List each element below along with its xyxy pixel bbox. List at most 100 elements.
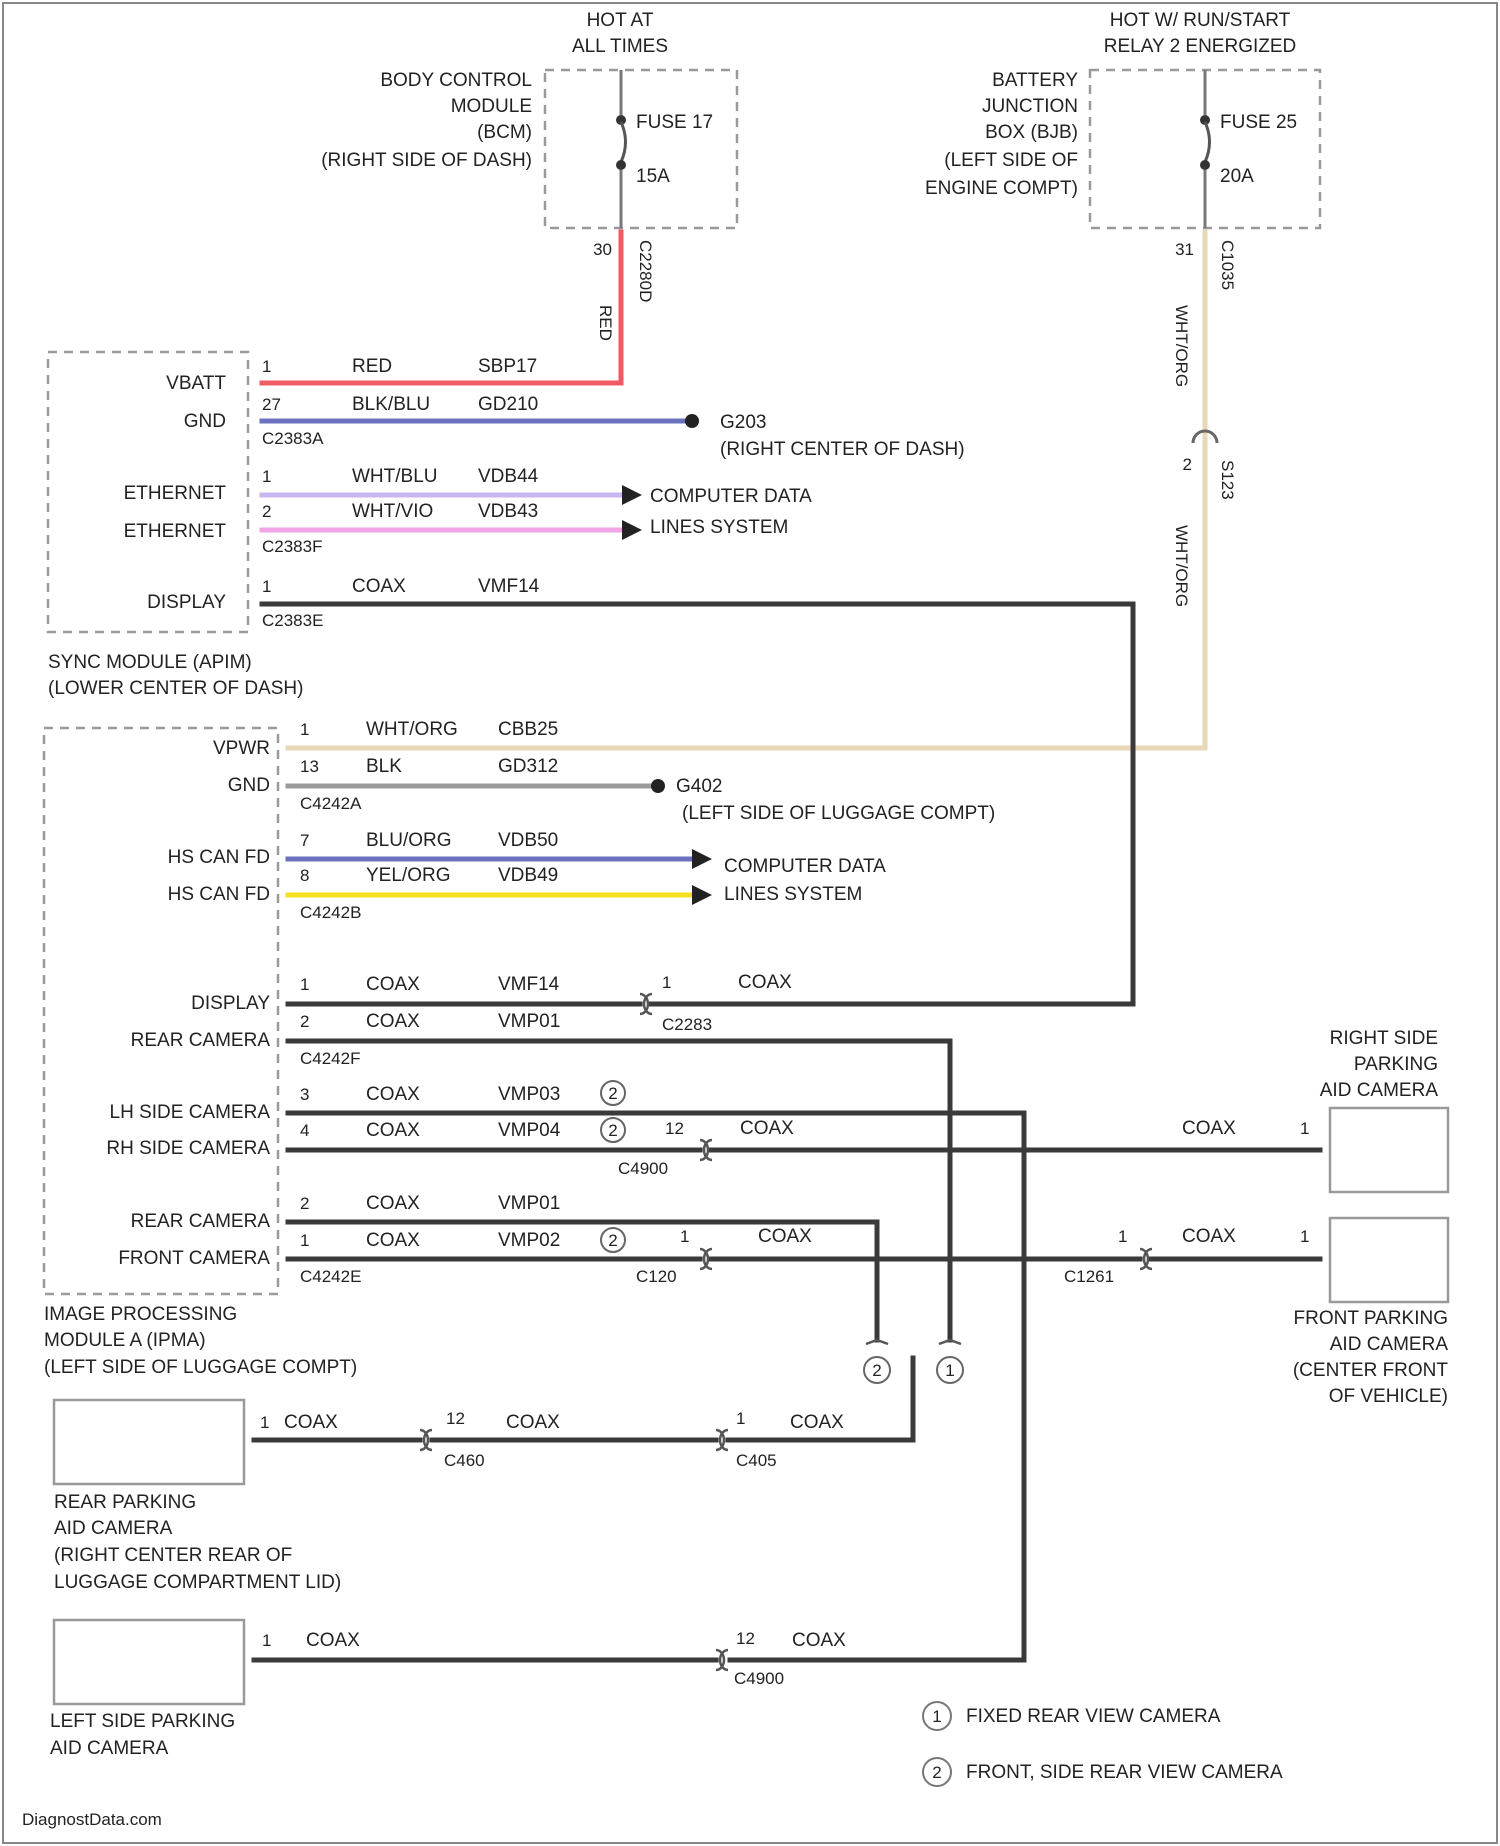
splice-pin: 2 xyxy=(1183,455,1192,474)
ipma-rear-e-circuit: VMP01 xyxy=(498,1193,560,1214)
arrow-can1 xyxy=(692,849,712,869)
lh-camera-color: COAX xyxy=(306,1630,360,1651)
fuse17-rating: 15A xyxy=(636,166,670,187)
bjb-label-2: JUNCTION xyxy=(982,96,1078,117)
watermark: DiagnostData.com xyxy=(22,1810,162,1829)
ipma-pin-vpwr: VPWR xyxy=(213,738,270,759)
sync-pin-ethernet-2: ETHERNET xyxy=(124,521,227,542)
ipma-rear-e-color: COAX xyxy=(366,1193,420,1214)
c4900b-name: C4900 xyxy=(734,1669,784,1688)
c120-name: C120 xyxy=(636,1267,677,1286)
ipma-display-pin: 1 xyxy=(300,975,309,994)
ipma-data-label-2: LINES SYSTEM xyxy=(724,884,862,905)
note-front: 2 xyxy=(608,1231,617,1250)
sync-pin-ethernet-1: ETHERNET xyxy=(124,483,227,504)
sync-connector-f: C2383F xyxy=(262,537,322,556)
bjb-label-5: ENGINE COMPT) xyxy=(925,178,1078,199)
front-camera xyxy=(1330,1218,1448,1302)
sync-eth2-circuit: VDB43 xyxy=(478,501,538,522)
ipma-can2-circuit: VDB49 xyxy=(498,865,558,886)
fuse17-symbol xyxy=(621,122,626,162)
rear-camera-label-1: REAR PARKING xyxy=(54,1492,196,1513)
front-camera-label-1: FRONT PARKING xyxy=(1294,1308,1448,1329)
rear-camera-pin: 1 xyxy=(260,1413,269,1432)
c460-color: COAX xyxy=(506,1412,560,1433)
ipma-label-1: IMAGE PROCESSING xyxy=(44,1304,237,1325)
ground-g203-name: G203 xyxy=(720,412,766,433)
rear-camera-label-2: AID CAMERA xyxy=(54,1518,173,1539)
front-camera-pin: 1 xyxy=(1300,1227,1309,1246)
c405-pin: 1 xyxy=(736,1409,745,1428)
bjb-label-1: BATTERY xyxy=(992,70,1078,91)
ipma-front-color: COAX xyxy=(366,1230,420,1251)
bcm-box xyxy=(545,70,737,228)
ipma-pin-front-camera: FRONT CAMERA xyxy=(118,1248,270,1269)
ipma-connector-e: C4242E xyxy=(300,1267,361,1286)
ipma-rear-f-circuit: VMP01 xyxy=(498,1011,560,1032)
ipma-can1-color: BLU/ORG xyxy=(366,830,452,851)
rear-camera-label-4: LUGGAGE COMPARTMENT LID) xyxy=(54,1572,341,1593)
sync-eth1-pin: 1 xyxy=(262,467,271,486)
ground-g203-symbol xyxy=(685,414,699,428)
sync-label-2: (LOWER CENTER OF DASH) xyxy=(48,678,303,699)
ipma-lh-color: COAX xyxy=(366,1084,420,1105)
fuse25-wire-color-1: WHT/ORG xyxy=(1172,305,1191,387)
fuse17-connector: C2280D xyxy=(636,240,655,302)
sync-label-1: SYNC MODULE (APIM) xyxy=(48,652,252,673)
ipma-label-3: (LEFT SIDE OF LUGGAGE COMPT) xyxy=(44,1357,357,1378)
ipma-data-label-1: COMPUTER DATA xyxy=(724,856,886,877)
sync-gnd-pin: 27 xyxy=(262,395,281,414)
splice-s123-label: S123 xyxy=(1218,460,1237,500)
ipma-rear-f-color: COAX xyxy=(366,1011,420,1032)
ipma-gnd-pin: 13 xyxy=(300,757,319,776)
ipma-rh-color: COAX xyxy=(366,1120,420,1141)
bcm-label-1: BODY CONTROL xyxy=(380,70,532,91)
c1261-name: C1261 xyxy=(1064,1267,1114,1286)
legend-2-num: 2 xyxy=(932,1763,941,1782)
c2283-color: COAX xyxy=(738,972,792,993)
note-rear-ipma: 2 xyxy=(872,1361,881,1380)
note-rear-fixed: 1 xyxy=(945,1361,954,1380)
hot-all-times-2: ALL TIMES xyxy=(572,36,668,57)
fuse17-pin: 30 xyxy=(593,240,612,259)
rh-camera-pin: 1 xyxy=(1300,1119,1309,1138)
ground-g402-location: (LEFT SIDE OF LUGGAGE COMPT) xyxy=(682,803,995,824)
sync-eth2-color: WHT/VIO xyxy=(352,501,433,522)
c4900-pin: 12 xyxy=(665,1119,684,1138)
ipma-label-2: MODULE A (IPMA) xyxy=(44,1330,206,1351)
sync-display-pin: 1 xyxy=(262,577,271,596)
legend-1-num: 1 xyxy=(932,1707,941,1726)
rear-camera xyxy=(54,1400,244,1484)
c4900-color: COAX xyxy=(740,1118,794,1139)
arrow-eth2 xyxy=(622,520,642,540)
legend-2-text: FRONT, SIDE REAR VIEW CAMERA xyxy=(966,1762,1283,1783)
ipma-vpwr-color: WHT/ORG xyxy=(366,719,458,740)
sync-eth1-circuit: VDB44 xyxy=(478,466,539,487)
front-camera-label-4: OF VEHICLE) xyxy=(1329,1386,1448,1407)
sync-data-label-1: COMPUTER DATA xyxy=(650,486,812,507)
sync-gnd-color: BLK/BLU xyxy=(352,394,430,415)
c405-name: C405 xyxy=(736,1451,777,1470)
ipma-rh-circuit: VMP04 xyxy=(498,1120,561,1141)
sync-connector-a: C2383A xyxy=(262,429,324,448)
bjb-label-3: BOX (BJB) xyxy=(985,122,1078,143)
ipma-front-circuit: VMP02 xyxy=(498,1230,560,1251)
fuse25-name: FUSE 25 xyxy=(1220,112,1297,133)
left-side-camera xyxy=(54,1620,244,1704)
c120-color: COAX xyxy=(758,1226,812,1247)
ipma-pin-display: DISPLAY xyxy=(191,993,270,1014)
sync-display-color: COAX xyxy=(352,576,406,597)
front-camera-label-3: (CENTER FRONT xyxy=(1293,1360,1449,1381)
note-lh: 2 xyxy=(608,1084,617,1103)
hot-run-start-1: HOT W/ RUN/START xyxy=(1110,10,1291,31)
rear-camera-color: COAX xyxy=(284,1412,338,1433)
c4900b-pin: 12 xyxy=(736,1629,755,1648)
sync-data-label-2: LINES SYSTEM xyxy=(650,517,788,538)
sync-gnd-circuit: GD210 xyxy=(478,394,538,415)
ipma-rear-f-pin: 2 xyxy=(300,1012,309,1031)
ipma-can1-circuit: VDB50 xyxy=(498,830,558,851)
c460-pin: 12 xyxy=(446,1409,465,1428)
c4900-name: C4900 xyxy=(618,1159,668,1178)
ipma-gnd-circuit: GD312 xyxy=(498,756,558,777)
